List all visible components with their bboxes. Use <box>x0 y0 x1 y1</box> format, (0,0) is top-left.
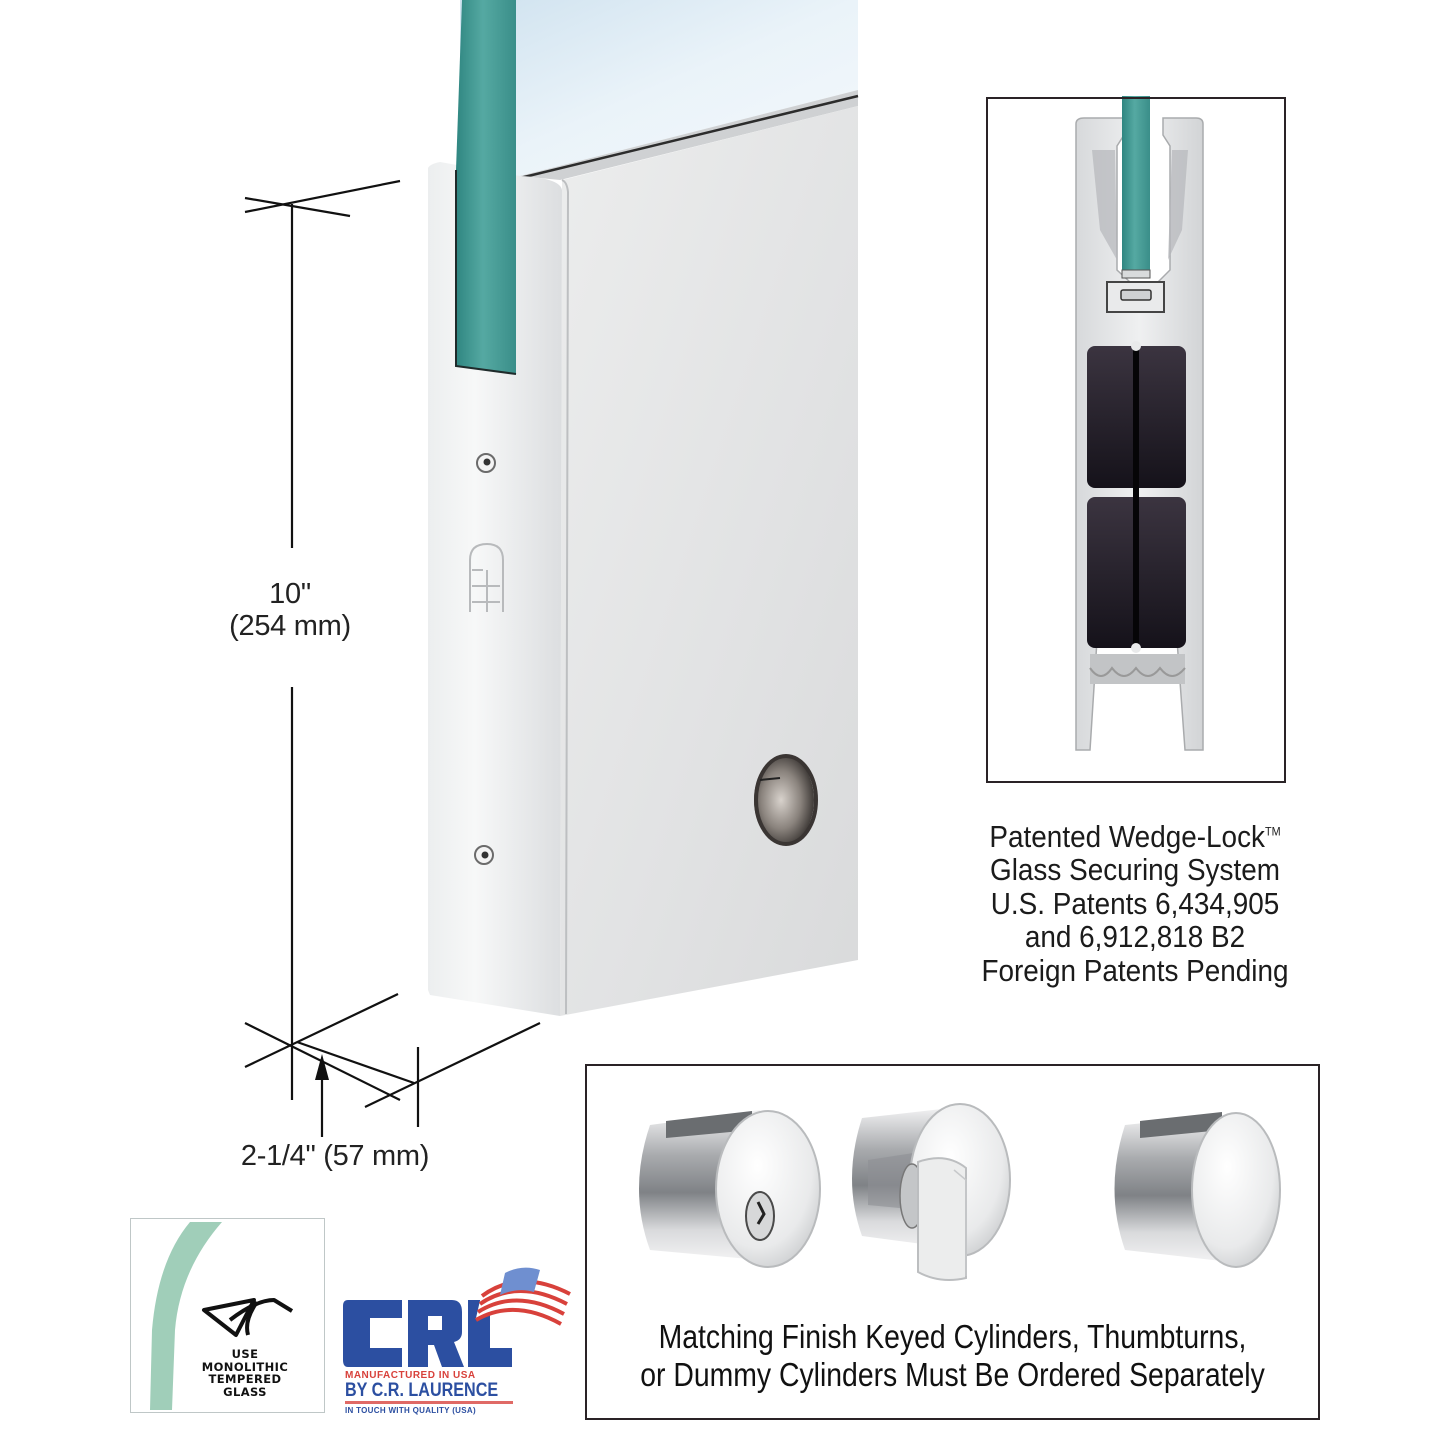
glass-panel <box>460 0 858 176</box>
cylinders-panel <box>585 1064 1320 1420</box>
us-flag-icon <box>474 1267 572 1326</box>
crl-logo <box>343 1267 572 1367</box>
crl-tagline-bottom: IN TOUCH WITH QUALITY (USA) <box>345 1406 476 1415</box>
rail-edge <box>428 162 562 1016</box>
glass-symbol-icon <box>202 1298 294 1337</box>
badge-line: GLASS <box>223 1384 267 1399</box>
crl-tagline-main: BY C.R. LAURENCE <box>345 1380 499 1401</box>
badge-line: TEMPERED <box>208 1372 282 1387</box>
screw-icon <box>474 845 494 865</box>
caption-line: Glass Securing System <box>990 852 1280 888</box>
dummy-cylinder-image <box>1114 1112 1281 1268</box>
caption-title: Patented Wedge-Lock <box>989 819 1265 854</box>
glass-edge <box>456 0 516 374</box>
crl-divider <box>345 1401 513 1404</box>
depth-dimension-label: 2-1/4" (57 mm) <box>240 1140 430 1172</box>
crl-tagline-top: MANUFACTURED IN USA <box>345 1370 476 1381</box>
wedge-lock-caption: Patented Wedge-LockTM Glass Securing Sys… <box>951 819 1320 988</box>
cylinders-caption-line2: or Dummy Cylinders Must Be Ordered Separ… <box>640 1355 1265 1393</box>
keyed-cylinder-image <box>639 1110 821 1268</box>
cross-section-drawing <box>1075 96 1204 751</box>
height-metric: (254 mm) <box>229 610 351 643</box>
glass-arc-icon <box>150 1222 222 1410</box>
tempered-glass-badge <box>130 1218 325 1413</box>
badge-line: MONOLITHIC <box>201 1359 289 1374</box>
badge-line: USE <box>231 1347 259 1361</box>
caption-line: U.S. Patents 6,434,905 <box>990 885 1280 921</box>
tempered-glass-badge-text: USE MONOLITHIC TEMPERED GLASS <box>190 1348 300 1399</box>
caption-line: Foreign Patents Pending <box>981 952 1289 988</box>
trademark-mark: TM <box>1264 824 1281 839</box>
rail-face <box>560 106 858 1016</box>
cylinder-hole-icon <box>754 754 818 846</box>
embossed-logo-icon <box>469 542 504 612</box>
screw-icon <box>476 453 496 473</box>
height-dimension-label: 10" (254 mm) <box>205 578 375 643</box>
height-dimension-lines <box>244 179 541 1137</box>
arrow-up-icon <box>315 1054 329 1080</box>
cylinders-caption-line1: Matching Finish Keyed Cylinders, Thumbtu… <box>658 1318 1247 1355</box>
thumbturn-cylinder-image <box>852 1103 1011 1281</box>
caption-line: and 6,912,818 B2 <box>1024 919 1246 955</box>
cross-section-panel <box>986 97 1286 783</box>
cylinders-caption: Matching Finish Keyed Cylinders, Thumbtu… <box>636 1318 1268 1394</box>
height-imperial: 10" <box>269 578 311 610</box>
